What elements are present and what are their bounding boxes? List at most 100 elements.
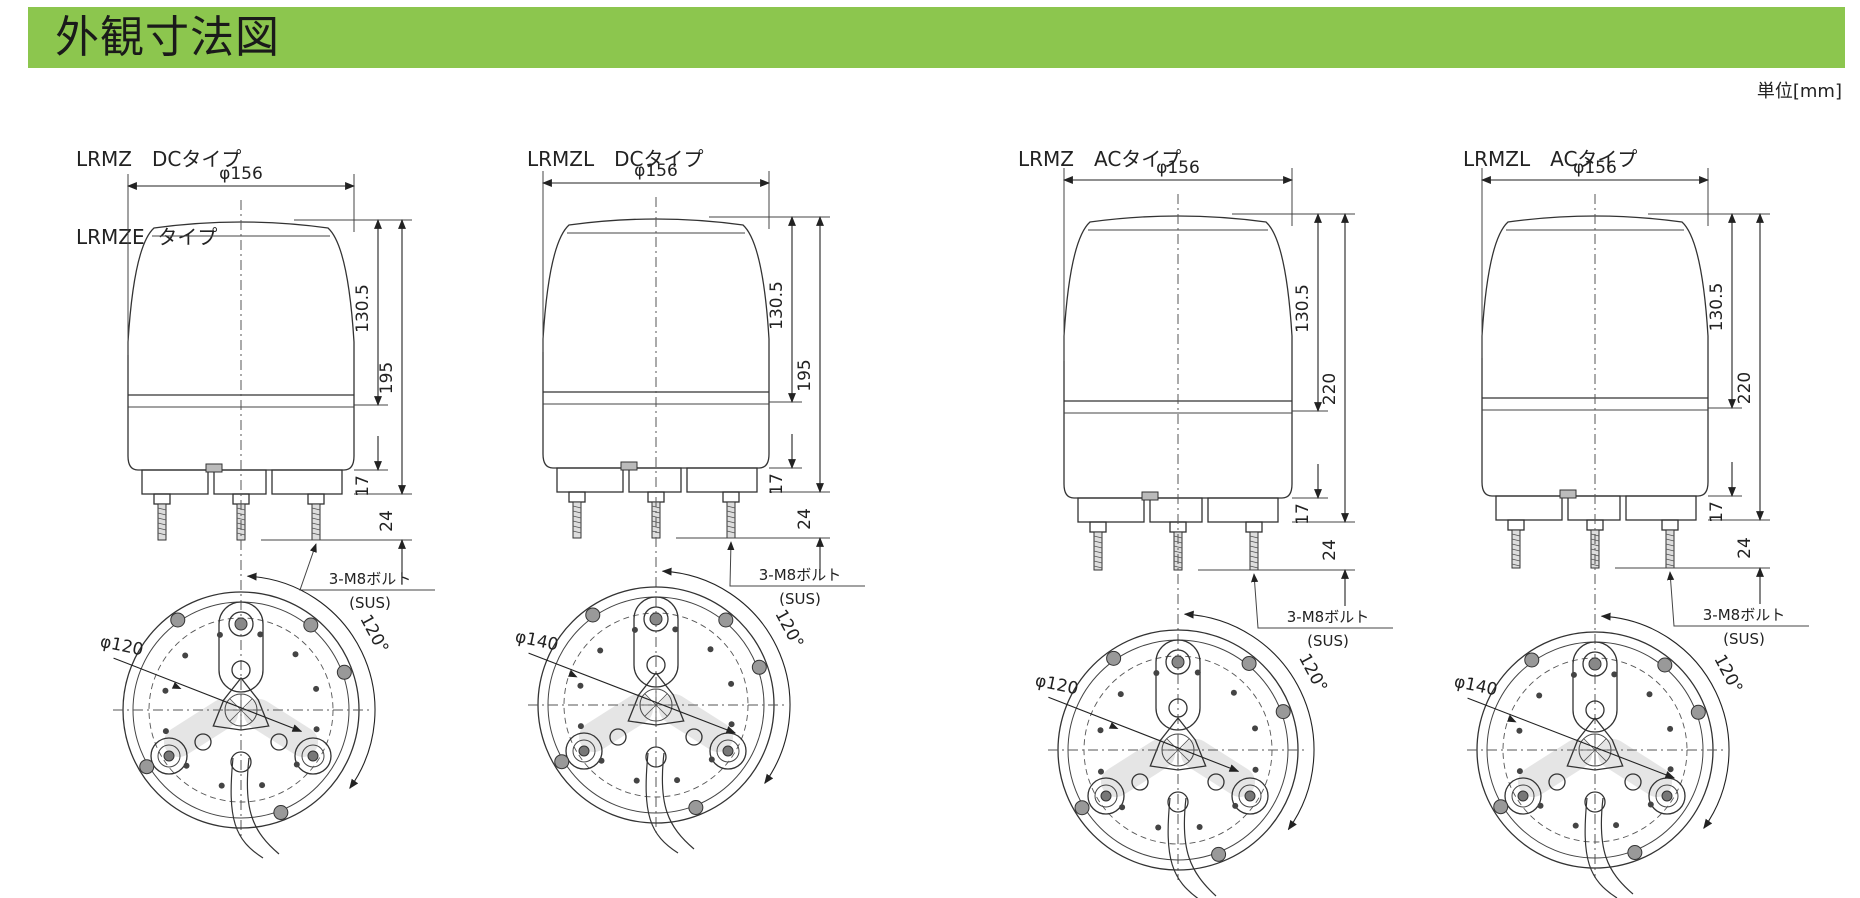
bolt-nut-1: [153, 493, 171, 505]
bracket-foot-ring-1: [1511, 784, 1535, 808]
unit-label: 単位[mm]: [1756, 81, 1842, 102]
bracket-foot-core-1: [163, 750, 175, 762]
base-block-center: [1149, 497, 1203, 523]
bolt-shaft-1: [157, 503, 167, 541]
bolt-label-line1: 3-M8ボルト: [1703, 606, 1785, 624]
ring-screw: [303, 617, 319, 633]
ring-screw: [718, 612, 734, 628]
ring-hole: [1613, 822, 1620, 829]
dim-diameter-text: φ156: [1156, 158, 1200, 178]
bolt-nut-1: [1089, 521, 1107, 533]
bolt-thread: [236, 517, 246, 521]
bolt-label-line1: 3-M8ボルト: [759, 566, 841, 584]
dim-total-text: 195: [377, 362, 397, 394]
bolt-thread: [1093, 540, 1103, 544]
ring-hole: [1119, 804, 1126, 811]
bolt-label-line1: 3-M8ボルト: [329, 570, 411, 588]
bolt-thread: [726, 515, 736, 519]
ring-screw: [1627, 845, 1643, 861]
ring-hole: [672, 626, 679, 633]
base-tab: [620, 461, 638, 471]
bolt-label-line2: (SUS): [1307, 632, 1349, 650]
dim-total-text: 220: [1320, 373, 1340, 405]
bolt-thread: [1173, 550, 1183, 554]
ring-hole: [577, 723, 584, 730]
bracket-foot-core-1: [1517, 790, 1529, 802]
bolt-thread: [311, 512, 321, 516]
bolt-thread: [1511, 533, 1521, 537]
bolt-thread: [1511, 558, 1521, 562]
bracket-foot-1: [1504, 777, 1542, 815]
bolt-nut-1: [1507, 519, 1525, 531]
bolt-thread: [726, 510, 736, 514]
dim-dome-text: 130.5: [353, 284, 373, 333]
bolt-thread: [1511, 563, 1521, 567]
bolt-thread: [1093, 560, 1103, 564]
ring-hole: [162, 728, 169, 735]
bolt-thread: [726, 505, 736, 509]
bolt-thread: [572, 510, 582, 514]
bolt-thread: [1511, 553, 1521, 557]
angle-arc: [1600, 612, 1730, 830]
cable-right: [661, 752, 695, 850]
bracket-mid-nut-1: [1131, 773, 1149, 791]
ring-hole: [728, 721, 735, 728]
center-hub-spoke: [229, 698, 242, 711]
dim-diameter-text: φ156: [1573, 158, 1617, 178]
ring-hole: [1570, 671, 1577, 678]
bolt-nut-3: [1661, 519, 1679, 531]
dim-base-text: 17: [1707, 501, 1727, 523]
cable-right: [1600, 797, 1634, 895]
bracket-foot-core-2: [722, 745, 734, 757]
model-label-3-line-1: LRMZ ACタイプ: [1018, 147, 1182, 171]
dim-dome-text: 130.5: [767, 281, 787, 330]
bolt-thread: [1665, 533, 1675, 537]
cable-right: [246, 757, 280, 855]
dim-diameter-text: φ156: [634, 161, 678, 181]
center-hub-spoke: [1166, 749, 1179, 762]
bolt-thread: [1590, 543, 1600, 547]
bracket-foot-ring-1: [572, 739, 596, 763]
ring-hole: [257, 631, 264, 638]
base-block-center: [628, 467, 682, 493]
bolt-label-line2: (SUS): [1723, 630, 1765, 648]
header-bar: [28, 7, 1845, 68]
base-block-left: [141, 469, 209, 495]
center-hub-spoke: [1166, 738, 1179, 751]
dim-bolt-text: 24: [1735, 537, 1755, 559]
bracket-foot-1: [1087, 777, 1125, 815]
bottom-diameter-text: φ120: [98, 632, 145, 661]
bolt-thread: [1093, 535, 1103, 539]
ring-hole: [1516, 768, 1523, 775]
bolt-thread: [726, 530, 736, 534]
ring-screw: [139, 759, 155, 775]
bracket-foot-ring-1: [157, 744, 181, 768]
ring-hole: [1097, 768, 1104, 775]
ring-hole: [598, 757, 605, 764]
ring-hole: [1153, 669, 1160, 676]
bracket-foot-core-1: [1100, 790, 1112, 802]
bolt-label-line2: (SUS): [779, 590, 821, 608]
ring-hole: [293, 761, 300, 768]
bolt-thread: [1511, 543, 1521, 547]
bolt-thread: [1249, 555, 1259, 559]
bottom-diameter-line: [1048, 696, 1240, 772]
ring-hole: [182, 652, 189, 659]
dim-base-text: 17: [1293, 503, 1313, 525]
ring-hole: [1646, 691, 1653, 698]
bracket-foot-ring-1: [1094, 784, 1118, 808]
cable-left: [645, 752, 679, 854]
ring-screw: [170, 612, 186, 628]
bottom-diameter-text: φ140: [1452, 672, 1499, 701]
ring-hole: [1232, 802, 1239, 809]
ring-hole: [631, 626, 638, 633]
bracket-foot-core-2: [307, 750, 319, 762]
ring-hole: [218, 782, 225, 789]
bolt-thread: [1093, 565, 1103, 569]
ring-hole: [1194, 669, 1201, 676]
ring-hole: [1537, 802, 1544, 809]
angle-arc: [661, 567, 791, 785]
